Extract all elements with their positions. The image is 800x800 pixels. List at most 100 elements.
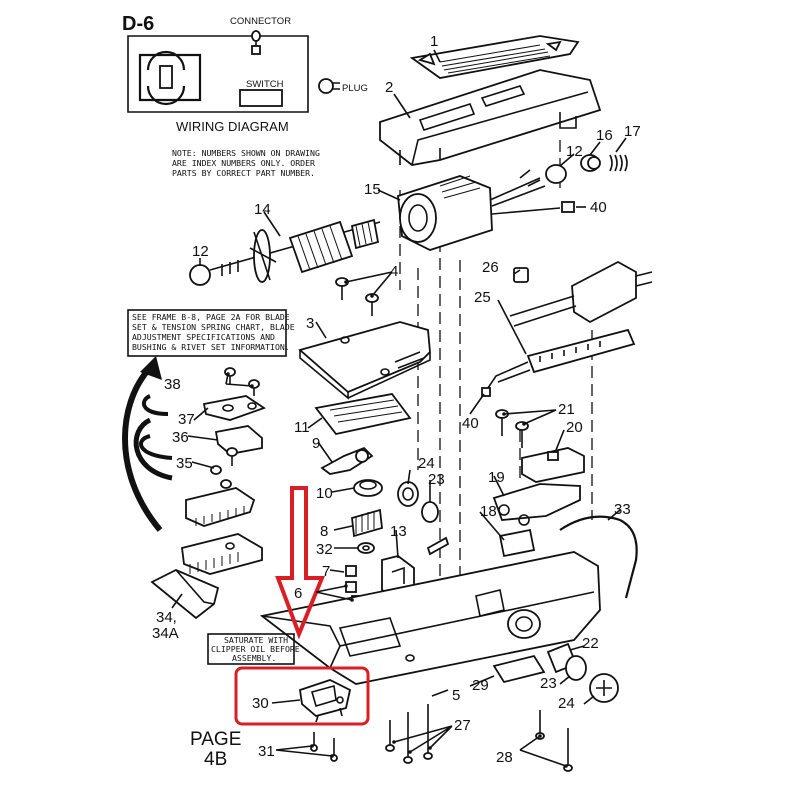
part-8-gear (351, 508, 383, 538)
callout-37: 37 (178, 411, 195, 428)
note-block: NOTE: NUMBERS SHOWN ON DRAWING ARE INDEX… (172, 148, 320, 178)
saturate-line-1: SATURATE WITH (224, 635, 288, 645)
callout-1: 1 (430, 33, 438, 50)
part-5-main-housing (259, 551, 601, 685)
part-19-switch-bracket (492, 483, 581, 526)
callout-25: 25 (474, 289, 491, 306)
callout-13: 13 (390, 523, 407, 540)
callout-6: 6 (294, 585, 302, 602)
callout-34: 34, (156, 609, 177, 626)
part-16-cap (580, 154, 601, 172)
part-9-lever (320, 446, 374, 475)
part-29-label (492, 654, 546, 684)
part-36-bracket (214, 425, 263, 455)
part-34-blade-guard (150, 569, 220, 620)
part-20-switch (521, 447, 585, 483)
callout-24-mid: 24 (418, 455, 435, 472)
part-23-bottom-nut (565, 655, 587, 681)
note-line-3: PARTS BY CORRECT PART NUMBER. (172, 168, 315, 178)
see-frame-line-2: SET & TENSION SPRING CHART, BLADE (132, 322, 295, 332)
callout-36: 36 (172, 429, 189, 446)
switch-symbol (239, 89, 283, 107)
callout-8: 8 (320, 523, 328, 540)
callout-22: 22 (582, 635, 599, 652)
callout-33: 33 (614, 501, 631, 518)
leader-lines (171, 49, 627, 767)
part-40-cord-clip (481, 387, 491, 397)
part-1-switch-plate (409, 35, 580, 79)
callout-28: 28 (496, 749, 513, 766)
callout-3: 3 (306, 315, 314, 332)
page-label-line-1: PAGE (190, 729, 241, 750)
part-18-plate (498, 528, 536, 558)
see-frame-line-1: SEE FRAME B-8, PAGE 2A FOR BLADE (132, 312, 290, 322)
part-32-washer (357, 542, 375, 554)
blade-upper (185, 487, 256, 527)
callout-35: 35 (176, 455, 193, 472)
blade-lower (181, 533, 263, 575)
callout-7: 7 (322, 563, 330, 580)
part-3-gear-cover (298, 321, 431, 400)
saturate-note-box: SATURATE WITH CLIPPER OIL BEFORE ASSEMBL… (207, 633, 300, 665)
switch-label: SWITCH (246, 79, 284, 90)
part-17-spring (609, 154, 628, 172)
frame-id: D-6 (122, 13, 154, 35)
note-line-2: ARE INDEX NUMBERS ONLY. ORDER (172, 158, 315, 168)
part-38-screws (224, 367, 260, 396)
callout-17: 17 (624, 123, 641, 140)
callout-29: 29 (472, 677, 489, 694)
part-24-bottom-screw (589, 673, 619, 703)
part-12-top-bearing (545, 164, 567, 184)
part-30-brush-holder (299, 679, 352, 723)
plug-label: PLUG (342, 83, 368, 94)
part-12-left-bearing (189, 264, 211, 286)
motor-field-symbol (138, 50, 202, 106)
part-7-bushing (345, 565, 357, 593)
callout-14: 14 (254, 201, 271, 218)
callout-24-bottom: 24 (558, 695, 575, 712)
callout-23-bottom: 23 (540, 675, 557, 692)
callout-21: 21 (558, 401, 575, 418)
see-frame-box: SEE FRAME B-8, PAGE 2A FOR BLADE SET & T… (127, 309, 295, 357)
plug-symbol (318, 78, 340, 94)
callout-40-top: 40 (590, 199, 607, 216)
callout-20: 20 (566, 419, 583, 436)
part-14-armature (209, 218, 381, 283)
callout-38: 38 (164, 376, 181, 393)
callout-5: 5 (452, 687, 460, 704)
callout-18: 18 (480, 503, 497, 520)
callout-10: 10 (316, 485, 333, 502)
callout-11: 11 (294, 419, 310, 436)
saturate-line-2: CLIPPER OIL BEFORE (211, 644, 300, 654)
part-26-cap (513, 267, 529, 283)
part-15-motor-field (397, 169, 561, 251)
note-line-1: NOTE: NUMBERS SHOWN ON DRAWING (172, 148, 320, 158)
part-11-gasket (314, 393, 412, 435)
callout-27: 27 (454, 717, 471, 734)
callout-26: 26 (482, 259, 499, 276)
connector-label: CONNECTOR (230, 16, 291, 27)
saturate-line-3: ASSEMBLY. (232, 653, 276, 663)
callout-2: 2 (385, 79, 393, 96)
callout-16: 16 (596, 127, 613, 144)
part-2-top-housing (379, 69, 602, 166)
part-21-screws (495, 409, 529, 448)
part-10-eccentric (353, 479, 383, 497)
wiring-diagram-title: WIRING DIAGRAM (176, 119, 289, 134)
callout-30: 30 (252, 695, 269, 712)
page-label-line-2: 4B (204, 749, 227, 770)
part-35-screws (210, 447, 238, 489)
callout-12-top: 12 (566, 143, 583, 160)
part-12-pin (426, 536, 450, 556)
part-27-screws (385, 704, 433, 764)
part-23-sleeve-mid (421, 501, 439, 523)
callout-19: 19 (488, 469, 505, 486)
callout-32: 32 (316, 541, 333, 558)
callout-15: 15 (364, 181, 381, 198)
callout-labels: 1 2 3 4 5 6 7 8 9 10 11 12 12 13 14 15 1… (152, 33, 641, 766)
callout-9: 9 (312, 435, 320, 452)
part-24-bushing-mid (397, 481, 419, 507)
blade-assembly-arrows (122, 356, 173, 532)
